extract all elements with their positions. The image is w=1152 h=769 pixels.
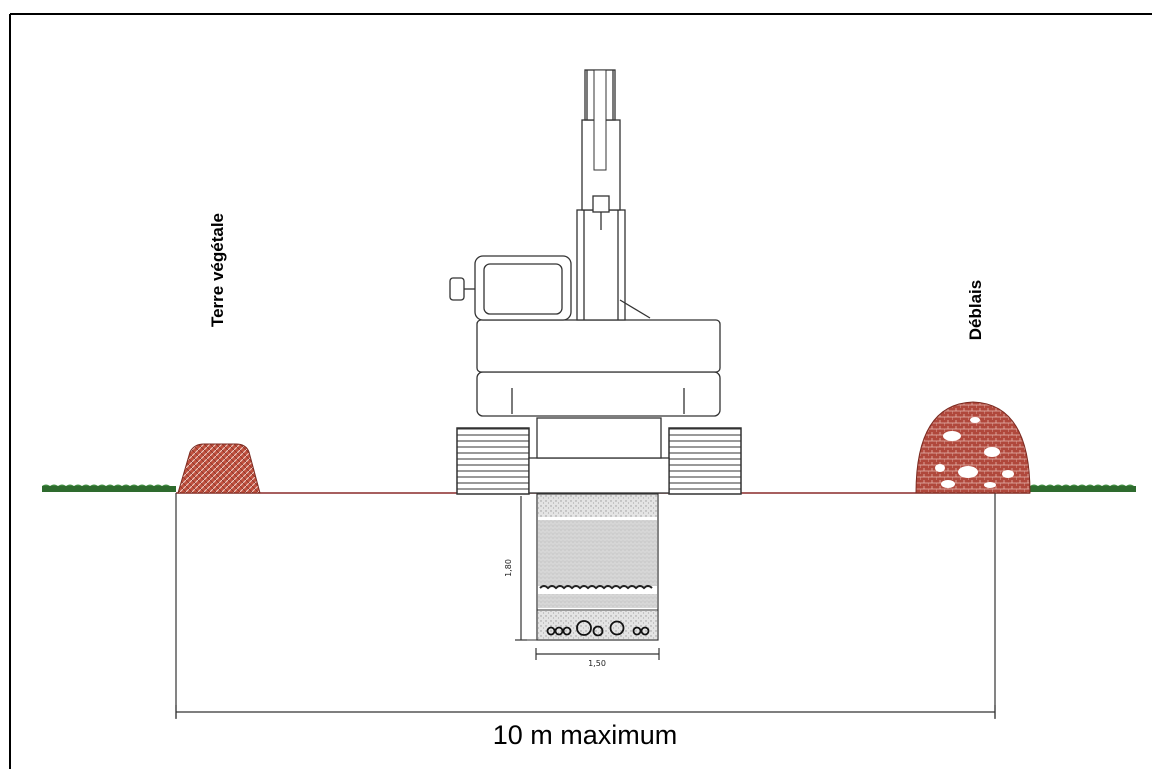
- spoil-label: Déblais: [966, 280, 985, 340]
- grass-strip-right: [1030, 484, 1136, 492]
- trench-depth-label: 1,80: [504, 559, 513, 577]
- width-limit-label: 10 m maximum: [493, 720, 678, 750]
- trench-width-label: 1,50: [588, 659, 606, 668]
- depth-dimension-line: [515, 496, 537, 641]
- grass-strip-left: [42, 484, 176, 492]
- soil-mound-icon: [177, 443, 261, 494]
- trench-width-dimension-line: [535, 648, 660, 660]
- excavator-icon: [449, 69, 742, 495]
- figure-frame: [9, 13, 1152, 769]
- spoil-mound-icon: [915, 401, 1031, 494]
- working-strip-outline: [175, 493, 996, 718]
- width-dimension-line: [175, 705, 996, 719]
- topsoil-label: Terre végétale: [208, 213, 227, 327]
- trench-section-icon: [536, 493, 659, 641]
